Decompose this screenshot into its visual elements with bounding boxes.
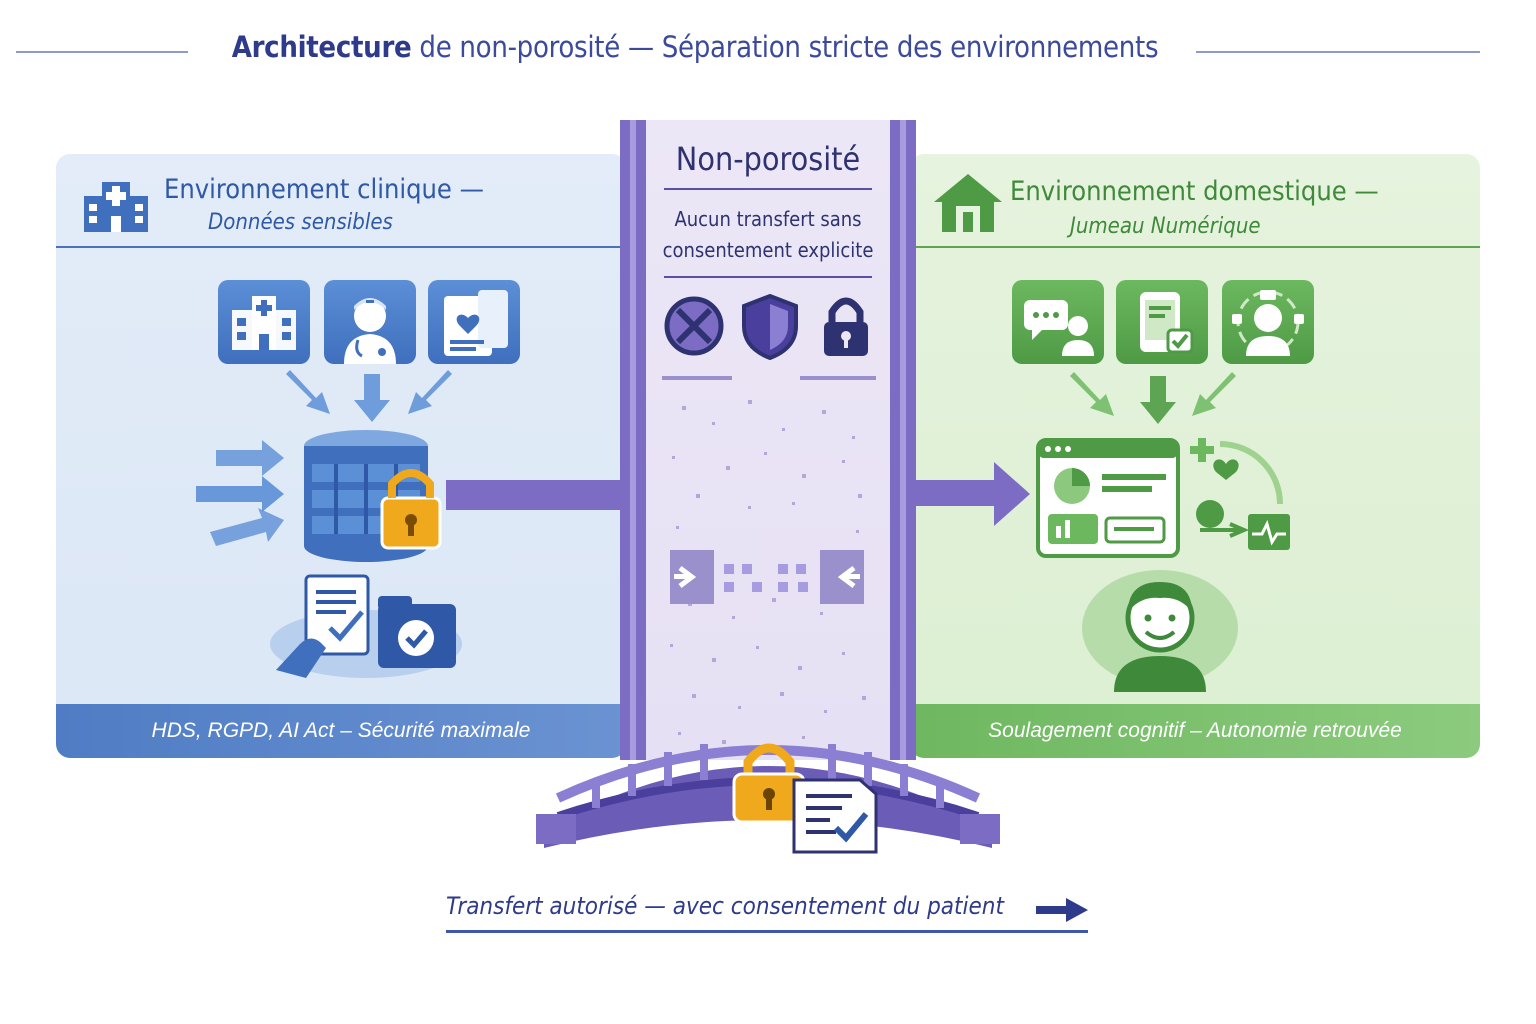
shield-icon [742, 293, 798, 361]
medical-record-icon [444, 290, 508, 356]
hospital-tile [218, 280, 310, 364]
barrier-to-home-arrow [916, 462, 1030, 526]
bridge-lock-icon [732, 743, 806, 824]
secure-database-icon [304, 430, 442, 562]
home-header-divider [910, 246, 1480, 248]
bridge-consent-document-icon [792, 778, 878, 854]
communication-tile [1012, 280, 1104, 364]
page-title: Architecture de non-porosité — Séparatio… [200, 30, 1190, 64]
incoming-data-arrows [196, 440, 284, 546]
chat-user-icon [1024, 300, 1094, 356]
caption-underline [446, 930, 1088, 933]
consent-documents-icon [270, 574, 462, 678]
bridge-caption: Transfert autorisé — avec consentement d… [446, 892, 1004, 920]
building-icon [232, 296, 296, 350]
clinical-environment-panel: Environnement clinique — Données sensibl… [56, 154, 626, 758]
doctor-tile [324, 280, 416, 364]
barrier-rule-middle [664, 276, 872, 278]
filtered-particles-texture [662, 376, 876, 744]
barrier-statement: Aucun transfert sans consentement explic… [646, 204, 890, 266]
clinical-panel-title: Environnement clinique — [164, 174, 484, 205]
clinical-panel-subtitle: Données sensibles [208, 210, 393, 235]
assistant-tile [1222, 280, 1314, 364]
home-panel-subtitle: Jumeau Numérique [1070, 214, 1261, 239]
medical-record-tile [428, 280, 520, 364]
clinical-header-divider [56, 246, 626, 248]
barrier-line-1: Aucun transfert sans [674, 207, 862, 231]
hospital-icon [84, 182, 148, 232]
blocked-icon [664, 296, 724, 356]
title-rule-left [16, 51, 188, 53]
patient-avatar [1082, 570, 1238, 692]
caption-arrow-icon [1036, 898, 1088, 922]
digital-twin-icon [1232, 290, 1304, 356]
house-icon [934, 174, 1002, 232]
barrier-icons [664, 293, 868, 361]
title-rest: de non-porosité — Séparation stricte des… [419, 30, 1159, 64]
home-inflow-arrows [1070, 372, 1236, 424]
clinical-inflow-arrows [286, 370, 452, 422]
barrier-line-2: consentement explicite [662, 238, 874, 262]
doctor-icon [344, 298, 396, 364]
clinical-to-barrier-arrow [446, 480, 622, 510]
non-porosity-barrier: Non-porosité Aucun transfert sans consen… [620, 120, 916, 760]
title-bold: Architecture [231, 30, 412, 64]
digital-twin-dashboard-icon [1036, 438, 1290, 558]
barrier-title: Non-porosité [675, 140, 861, 178]
barrier-rule-top [664, 188, 872, 190]
title-rule-right [1196, 51, 1480, 53]
tablet-check-icon [1140, 292, 1194, 354]
home-panel-title: Environnement domestique — [1010, 176, 1379, 207]
tablet-tile [1116, 280, 1208, 364]
lock-icon [824, 297, 868, 356]
home-environment-panel: Environnement domestique — Jumeau Numéri… [910, 154, 1480, 758]
clinical-compliance-footer: HDS, RGPD, AI Act – Sécurité maximale [56, 704, 626, 758]
home-benefit-footer: Soulagement cognitif – Autonomie retrouv… [910, 704, 1480, 758]
